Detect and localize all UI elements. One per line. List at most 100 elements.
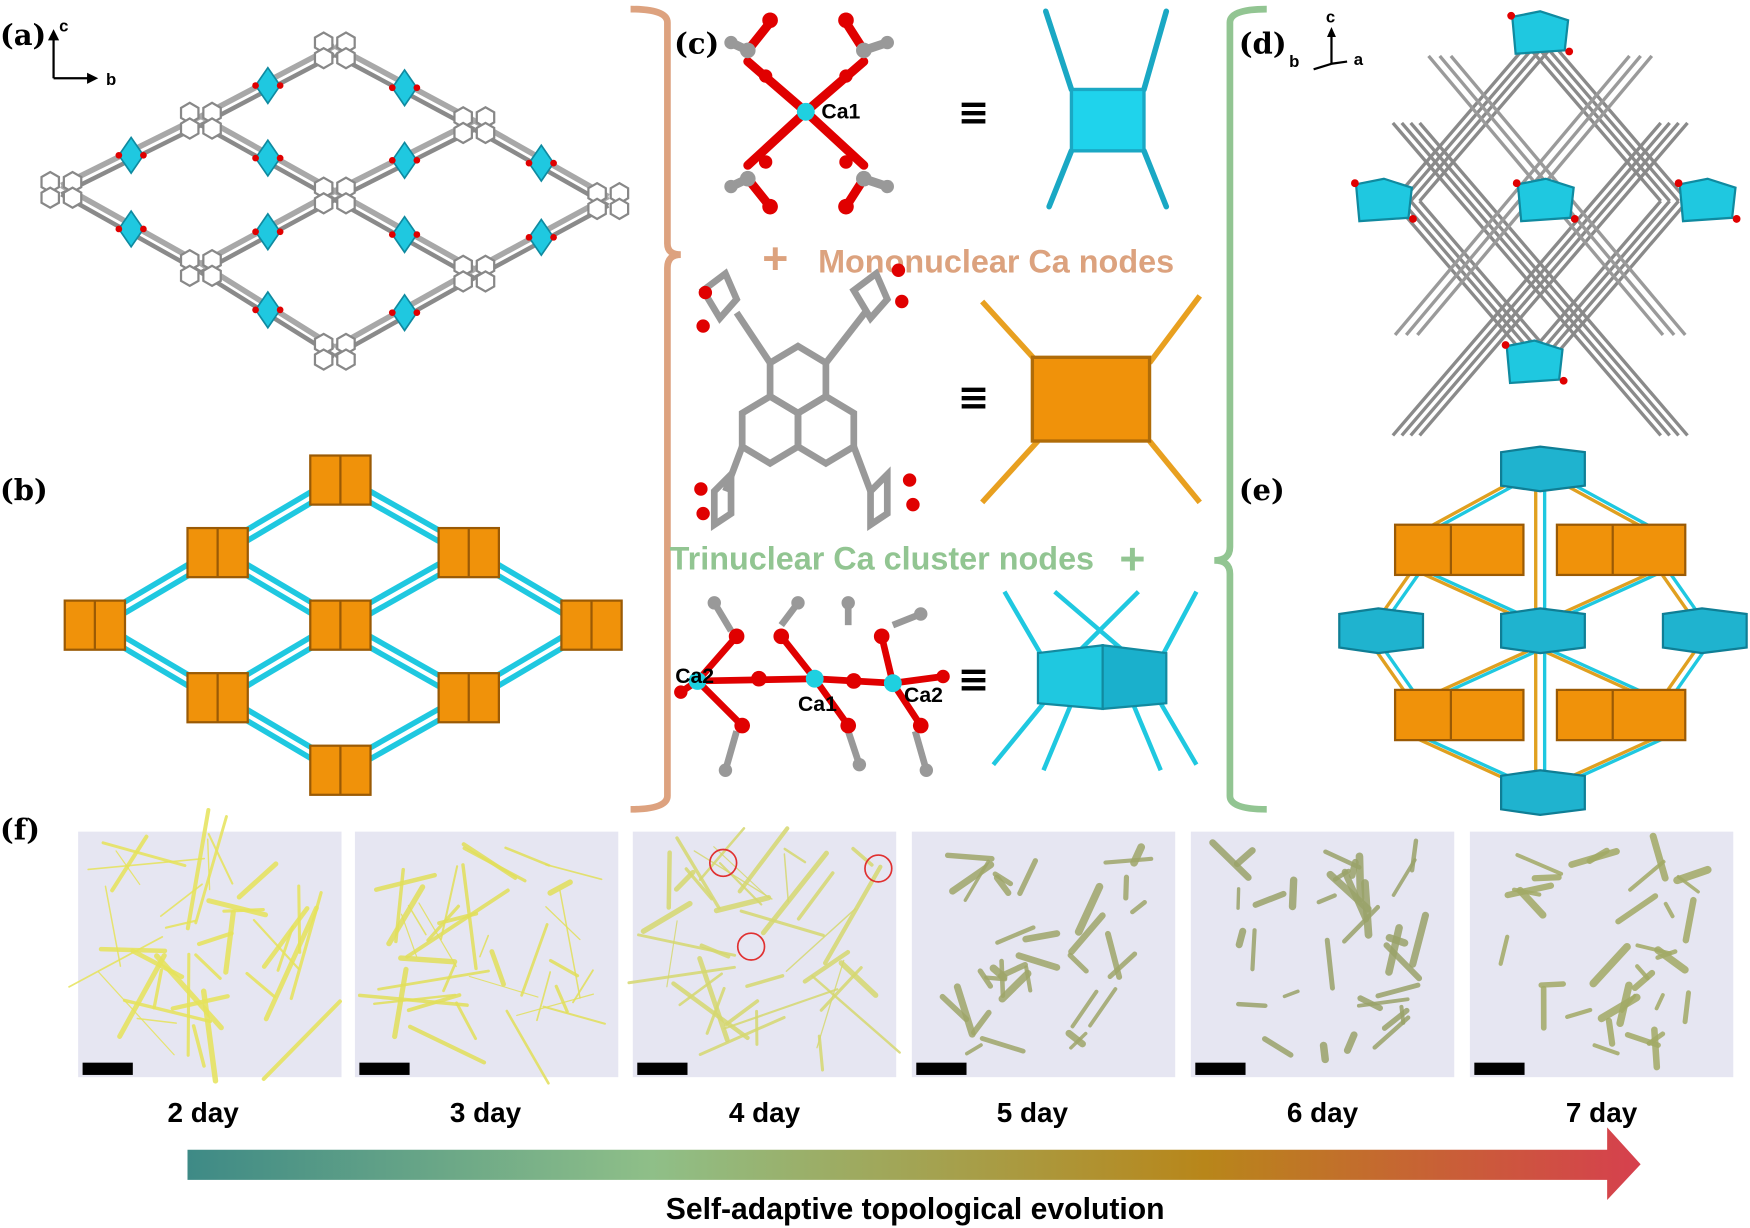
scale-bar [1474, 1062, 1525, 1075]
crystal [1104, 930, 1123, 980]
crystal [699, 943, 731, 959]
crystal [1616, 981, 1633, 1028]
ca-polyhedron [1505, 339, 1564, 385]
crystal [739, 909, 825, 937]
crystal [1342, 904, 1381, 944]
crystal [170, 994, 230, 1011]
crystal [802, 949, 851, 984]
framework-strut [1552, 121, 1689, 281]
ca-polyhedron [254, 290, 282, 330]
crystal [462, 846, 527, 883]
panel-label-f: (f) [0, 812, 40, 846]
crystal [1316, 893, 1337, 905]
oxygen-atom [388, 231, 396, 238]
framework-strut [1409, 278, 1546, 437]
atom-label-ca1: Ca1 [821, 100, 860, 123]
oxygen-atom [525, 233, 533, 241]
crystal [1235, 927, 1247, 949]
crystal [745, 974, 785, 988]
crystal [115, 850, 141, 886]
crystal [489, 949, 506, 987]
crystal [993, 874, 1012, 897]
crystal [640, 900, 693, 934]
crystal [1498, 934, 1510, 966]
crystal [263, 905, 319, 1022]
ca-polyhedron [391, 68, 418, 108]
crystal [98, 946, 168, 954]
crystal [1261, 1036, 1294, 1058]
day-labels: 2 day 3 day 4 day 5 day 6 day 7 day [167, 1097, 1637, 1128]
pyrene-ring [609, 197, 630, 221]
oxygen-atom [388, 84, 396, 92]
crystal [1592, 1043, 1620, 1056]
crystal [194, 815, 228, 925]
crystal [1070, 989, 1099, 1029]
crystal [520, 923, 549, 997]
framework-strut [1543, 43, 1680, 203]
crystal [1635, 964, 1650, 981]
framework-strut [1525, 199, 1662, 359]
crystal [442, 963, 457, 993]
crystal [760, 850, 829, 936]
crystal [1236, 1001, 1268, 1008]
crystal [1649, 832, 1669, 882]
crystal [68, 935, 164, 988]
crystal [1065, 1029, 1086, 1048]
framework-strut [1534, 43, 1671, 203]
framework-strut [1391, 278, 1529, 437]
oxygen-atom [1565, 47, 1574, 56]
crystal [548, 958, 580, 978]
crystal [479, 934, 490, 958]
oxygen-atom [1674, 179, 1683, 188]
panel-label-a: (a) [0, 18, 46, 52]
crystal [207, 833, 234, 885]
crystal [1504, 882, 1555, 899]
crystal [547, 879, 573, 896]
crystal [101, 841, 187, 868]
crystal [1024, 965, 1033, 993]
orange-node [1555, 688, 1687, 742]
day-label: 3 day [450, 1097, 522, 1128]
crystal [783, 847, 807, 864]
oxygen-atom [252, 306, 259, 314]
framework-strut [1400, 43, 1537, 203]
framework-strut [1409, 121, 1546, 281]
pyrene-ring [453, 121, 473, 145]
framework-structure-a [40, 31, 630, 371]
highlight-circle [736, 932, 766, 961]
oxygen-atom [525, 159, 533, 167]
crystal [1319, 1041, 1329, 1064]
pyrene-ring [313, 191, 334, 215]
framework-strut [1552, 278, 1689, 437]
crystal [392, 966, 409, 1040]
ca-polyhedron [1678, 177, 1737, 223]
crystal [1282, 989, 1300, 999]
ca1-coordination-model [724, 12, 894, 215]
atom-label-ca2-right: Ca2 [904, 684, 943, 707]
crystal [1654, 993, 1665, 1011]
crystal [698, 1015, 786, 1056]
day-label: 6 day [1287, 1097, 1359, 1128]
crystal [1068, 912, 1106, 955]
axis-b-label-d: b [1289, 52, 1299, 71]
crystal [261, 999, 342, 1081]
day-label: 4 day [729, 1097, 801, 1128]
crystal [1130, 899, 1147, 915]
crystal [1673, 865, 1712, 885]
crystal [1074, 882, 1104, 936]
framework-strut [1409, 199, 1546, 359]
pyrene-ring [475, 121, 496, 145]
oxygen-atom [276, 82, 284, 89]
crystal [407, 1024, 487, 1065]
crystal [971, 1009, 992, 1036]
crystal [944, 852, 995, 862]
crystal [554, 984, 569, 1014]
crystal [1383, 942, 1423, 982]
framework-strut [1418, 121, 1555, 281]
crystal [1409, 911, 1430, 968]
panel-label-d: (d) [1239, 27, 1287, 61]
framework-strut [1552, 199, 1689, 359]
arrow-caption: Self-adaptive topological evolution [666, 1193, 1165, 1226]
topology-net-e [1338, 445, 1748, 817]
